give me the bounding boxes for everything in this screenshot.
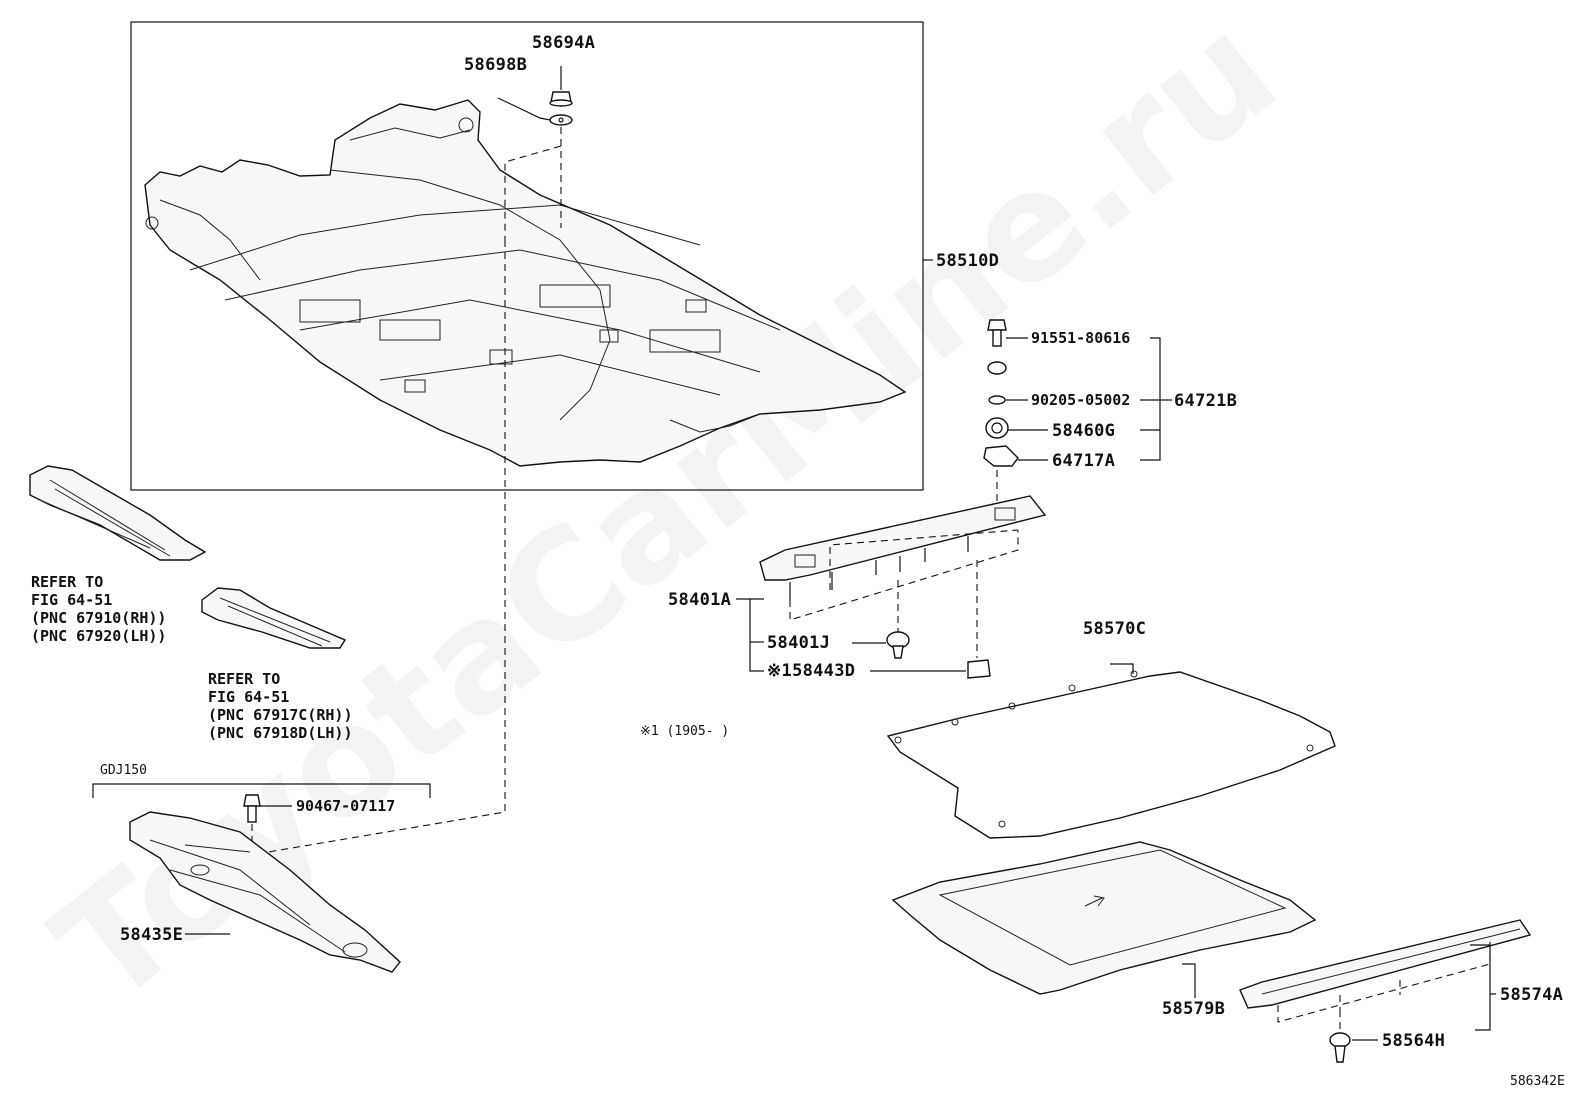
callout-58694A: 58694A [532, 33, 595, 53]
callout-58435E: 58435E [120, 925, 183, 945]
callout-90467-07117: 90467-07117 [296, 797, 395, 815]
callout-64717A: 64717A [1052, 451, 1115, 471]
carpet-assembly-frame [130, 21, 924, 491]
floor-cover-58435E [129, 811, 401, 973]
rail-58574A [1239, 919, 1532, 1023]
board-58579B [891, 841, 1317, 995]
clip-58564H-icon [1329, 1032, 1351, 1063]
callout-58564H: 58564H [1382, 1031, 1445, 1051]
ref-note-2: REFER TO FIG 64-51 (PNC 67917C(RH)) (PNC… [208, 670, 353, 742]
callout-58574A: 58574A [1500, 985, 1563, 1005]
bolt-91551-80616-icon [987, 319, 1007, 347]
clip-58401J-icon [886, 631, 910, 659]
callout-58510D: 58510D [936, 251, 999, 271]
svg-text:(PNC 67918D(LH)): (PNC 67918D(LH)) [208, 724, 353, 742]
svg-text:FIG 64-51: FIG 64-51 [208, 688, 289, 706]
mat-58570C [886, 670, 1336, 839]
trim-strip-58401A [759, 495, 1047, 621]
ref-note-1: REFER TO FIG 64-51 (PNC 67910(RH)) (PNC … [31, 573, 166, 645]
bracket-64717A-icon [983, 445, 1019, 467]
figure-code: 586342E [1510, 1074, 1565, 1089]
model-bracket [92, 783, 431, 798]
clip-58443D-icon [967, 659, 991, 679]
carpet-to-cover-guide [267, 240, 506, 853]
floor-carpet [144, 99, 907, 467]
callout-58460G: 58460G [1052, 421, 1115, 441]
callout-58570C: 58570C [1083, 619, 1146, 639]
washer-58698B-icon [497, 97, 573, 126]
callout-64721B: 64721B [1174, 391, 1237, 411]
svg-text:FIG 64-51: FIG 64-51 [31, 591, 112, 609]
svg-text:REFER TO: REFER TO [31, 573, 103, 591]
callout-58579B: 58579B [1162, 999, 1225, 1019]
carpet-clip-guide [504, 127, 562, 240]
callout-91551-80616: 91551-80616 [1031, 329, 1130, 347]
scuff-plate-rear [201, 587, 347, 649]
clip-58694A-icon [549, 66, 573, 107]
callout-90205-05002: 90205-05002 [1031, 391, 1130, 409]
washer-stack-icon [987, 361, 1007, 405]
scuff-plate-front [29, 465, 207, 561]
callout-58698B: 58698B [464, 55, 527, 75]
ring-58460G-icon [985, 417, 1009, 439]
callout-58401A: 58401A [668, 590, 731, 610]
svg-text:REFER TO: REFER TO [208, 670, 280, 688]
svg-text:(PNC 67910(RH)): (PNC 67910(RH)) [31, 609, 166, 627]
svg-text:(PNC 67920(LH)): (PNC 67920(LH)) [31, 627, 166, 645]
callout-58443D: ※158443D [767, 661, 855, 681]
date-note: ※1 (1905- ) [640, 724, 729, 739]
bracket-58401A [749, 599, 764, 672]
callout-58401J: 58401J [767, 633, 830, 653]
bracket-64721B [1140, 337, 1161, 461]
model-code-gdj150: GDJ150 [100, 763, 147, 778]
svg-text:(PNC 67917C(RH)): (PNC 67917C(RH)) [208, 706, 353, 724]
